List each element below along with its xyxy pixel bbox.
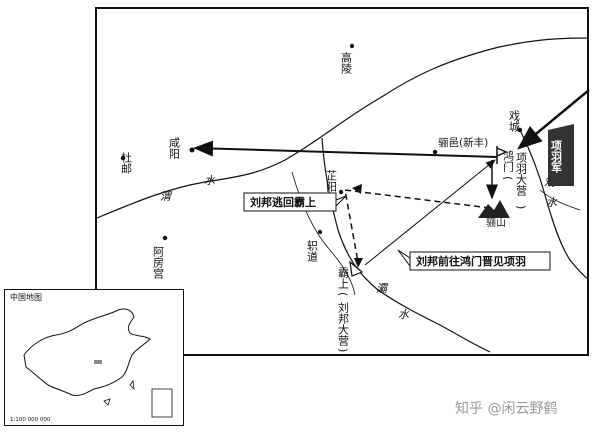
callout-liubang-to-hongmen: 刘邦前往鸿门晋见项羽	[397, 249, 551, 271]
bashang-to-hongmen-route	[364, 159, 496, 266]
xiangyu-army-text: 项羽军	[550, 140, 563, 174]
xianyang-label: 咸阳	[168, 137, 181, 159]
lishan-mountain-icon	[478, 200, 510, 218]
ba-river-label-2: 水	[398, 308, 410, 321]
liubang-to-hongmen-text: 刘邦前往鸿门晋见项羽	[416, 254, 526, 268]
zhidao-label: 轵道	[306, 239, 319, 262]
inset-scale: 1:100 000 000	[10, 417, 51, 423]
zhidao-marker	[317, 229, 323, 235]
xiangyu-army-route	[517, 89, 590, 150]
hongmen-paren-top: (	[502, 176, 515, 180]
bashang-paren-bottom: )	[337, 348, 350, 352]
taiwan-shape	[129, 379, 135, 391]
inset-map-canvas: 中国地图 1:100 000 000	[10, 292, 173, 423]
hongmen-paren-bottom: )	[515, 205, 528, 209]
hainan-shape	[103, 398, 111, 406]
bashang-paren-top: (	[337, 292, 350, 296]
afanggong-marker	[162, 235, 168, 241]
escape-route	[344, 189, 491, 263]
hongmen-to-xianyang-route	[193, 140, 498, 158]
lishan-label: 骊山	[486, 217, 506, 229]
xicheng-label: 戏城	[508, 110, 521, 132]
afanggong-label: 阿房宫	[152, 246, 165, 280]
xicheng-marker	[517, 127, 523, 133]
hongmen-camp-flag-icon	[496, 146, 508, 164]
bashang-label: 霸上	[337, 267, 350, 289]
zhiyang-marker	[338, 189, 344, 195]
wei-river-label-2: 水	[204, 174, 216, 187]
zhiyang-label: 芷阳	[325, 170, 338, 192]
callout-xiangyu-army: 项羽军	[548, 124, 574, 186]
duyou-marker	[120, 155, 126, 161]
duyou-label: 杜邮	[120, 151, 133, 174]
bashang-camp-label: 刘邦大营	[337, 302, 350, 347]
gaoling-marker	[349, 43, 355, 49]
shaanxi-highlight	[94, 360, 102, 364]
ba-river-label-1: 灞	[376, 282, 389, 295]
inset-map-frame	[4, 289, 184, 426]
escape-arrow-head-1	[352, 184, 362, 194]
xi-river-branch	[539, 189, 581, 211]
xianyang-marker	[189, 147, 195, 153]
xi-river	[519, 129, 590, 281]
watermark: 知乎 @闲云野鹤	[455, 401, 558, 417]
gaoling-label-top: 高陵	[340, 51, 353, 75]
xi-river-label-2: 水	[546, 196, 558, 209]
liyi-marker	[432, 149, 438, 155]
south-china-sea-box	[151, 388, 173, 418]
wei-river	[96, 37, 590, 219]
china-outline	[23, 308, 151, 396]
liyi-label: 骊邑(新丰)	[438, 136, 488, 149]
callout-liubang-escape: 刘邦逃回霸上	[243, 192, 347, 212]
escape-arrow-head-2	[354, 258, 363, 268]
inset-title: 中国地图	[10, 292, 42, 302]
hongmen-camp-label: 项羽大营	[515, 152, 528, 197]
hongmen-label: 鸿门	[502, 149, 515, 173]
wei-river-label-1: 渭	[160, 190, 173, 203]
bashang-camp-flag-icon	[349, 260, 364, 277]
liubang-escape-text: 刘邦逃回霸上	[250, 195, 316, 209]
